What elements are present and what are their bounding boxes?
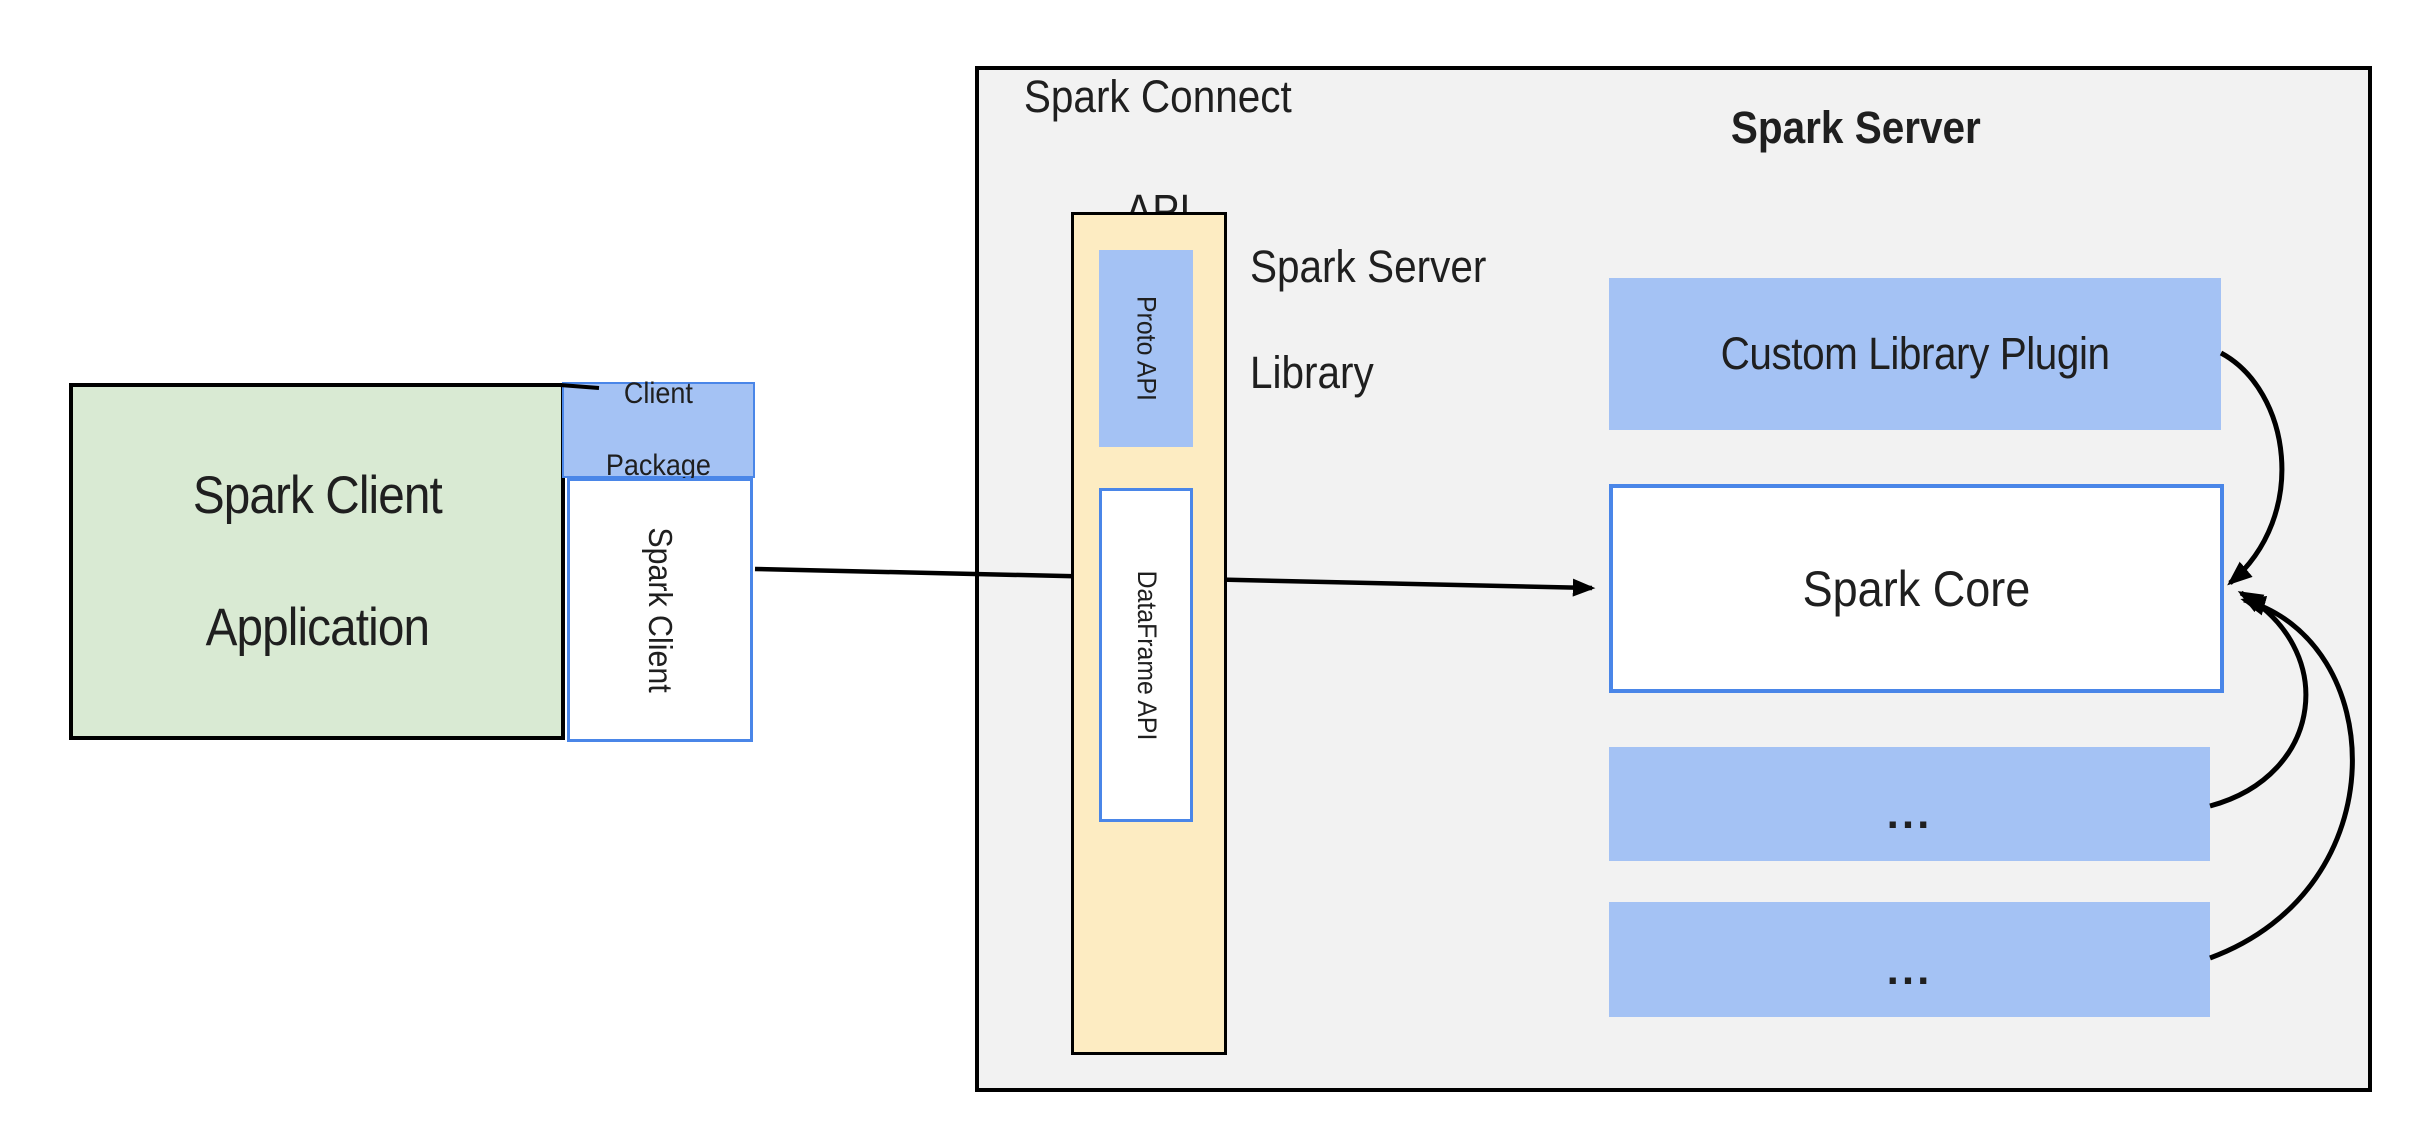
spark-client-application-label: Spark Client Application [192,465,442,657]
client-package-label: Client Package [605,377,712,482]
spark-server-title-text: Spark Server [1731,102,1981,153]
plugin-placeholder-1-label: ... [1886,789,1933,838]
spark-client-application-box: Spark Client Application [69,383,565,740]
spark-core-box: Spark Core [1609,484,2224,693]
spark-client-box: Spark Client [567,478,753,742]
spark-connect-api-text: Spark Connect API [1024,71,1292,236]
spark-server-title: Spark Server [1650,100,2062,156]
proto-api-label: Proto API [1131,296,1162,401]
dataframe-api-box: DataFrame API [1099,488,1193,822]
proto-api-box: Proto API [1099,250,1193,447]
plugin-placeholder-box-1: ... [1609,747,2210,861]
client-package-box: Client Package [562,377,755,482]
plugin-placeholder-box-2: ... [1609,902,2210,1017]
plugin-placeholder-2-label: ... [1886,944,1933,994]
spark-connect-api-label: Spark Connect API [998,68,1318,239]
spark-server-library-label: Spark Server Library [1250,240,1590,399]
dataframe-api-label: DataFrame API [1131,570,1162,740]
spark-client-label: Spark Client [642,527,679,693]
custom-library-plugin-box: Custom Library Plugin [1609,278,2221,430]
custom-library-plugin-label: Custom Library Plugin [1720,328,2110,379]
spark-server-library-text: Spark Server Library [1250,241,1487,398]
spark-core-label: Spark Core [1802,560,2031,617]
